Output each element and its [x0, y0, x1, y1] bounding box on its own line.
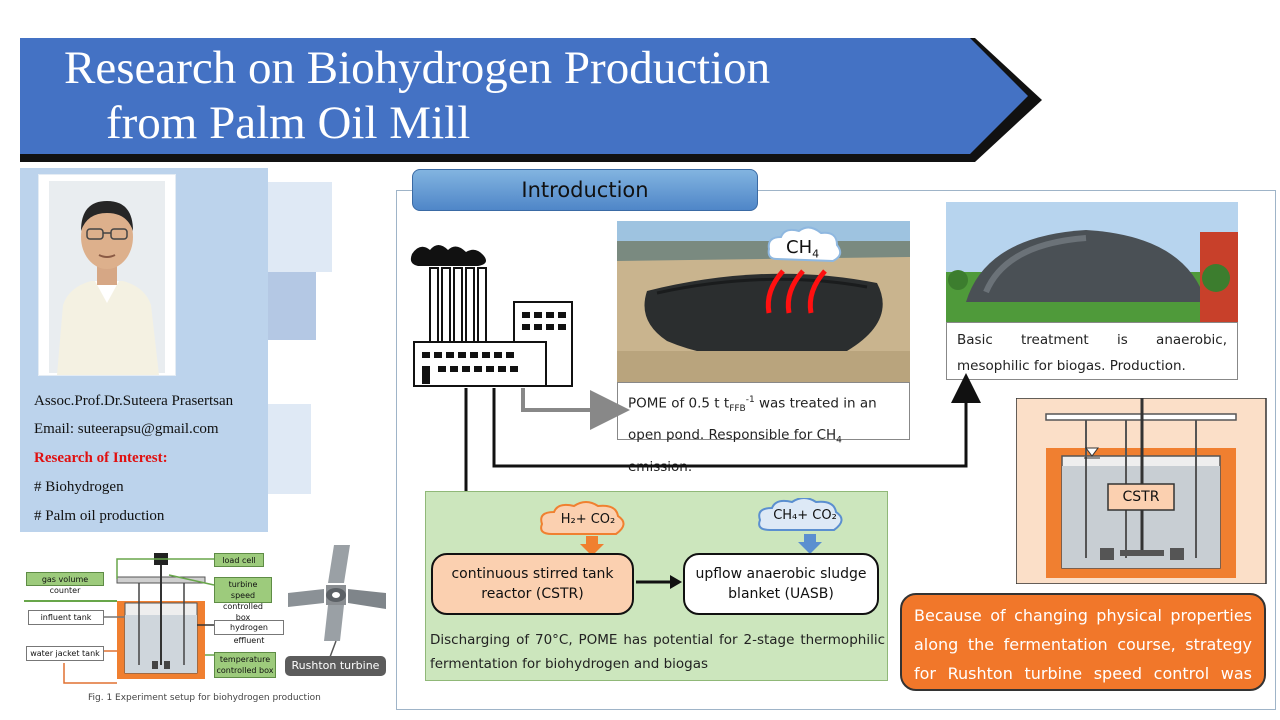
fig-label-load-cell: load cell [214, 553, 264, 567]
dome-caption: Basic treatment is anaerobic, mesophilic… [946, 322, 1238, 380]
cstr-tank-label: CSTR [1122, 489, 1160, 505]
title-banner [20, 38, 1042, 162]
ch4-co2-label: CH₄+ CO₂ [773, 508, 837, 523]
biogas-dome-photo [946, 202, 1238, 322]
introduction-tab: Introduction [412, 169, 758, 211]
figure-caption: Fig. 1 Experiment setup for biohydrogen … [88, 693, 321, 703]
fig-label-turbine-speed: turbine speed controlled box [214, 577, 272, 622]
cstr-to-uasb-arrow [636, 575, 682, 589]
cstr-reactor-box: continuous stirred tank reactor (CSTR) [431, 553, 634, 615]
factory-icon [410, 245, 573, 387]
profile-name: Assoc.Prof.Dr.Suteera Prasertsan [34, 393, 234, 409]
process-clouds-and-arrows [540, 498, 843, 556]
decor-block [268, 182, 332, 272]
ch4-cloud-label: CH4 [786, 237, 820, 261]
fig-label-hydrogen-effluent: hydrogen effluent [214, 620, 284, 645]
research-interest-heading: Research of Interest: [34, 450, 168, 466]
decor-block [268, 404, 311, 494]
experiment-setup-diagram [24, 545, 386, 684]
cstr-tank-diagram [1016, 398, 1267, 584]
decor-block [268, 272, 316, 340]
fig-label-temperature: temperature controlled box [214, 652, 276, 678]
fig-label-gas-volume-counter: gas volume counter [26, 572, 104, 595]
slide-title-line-2: from Palm Oil Mill [106, 97, 471, 149]
interest-item: # Biohydrogen [34, 479, 124, 495]
pond-caption: POME of 0.5 t tFFB-1 was treated in an o… [617, 382, 910, 475]
thermophilic-caption: Discharging of 70°C, POME has potential … [430, 632, 885, 672]
profile-email[interactable]: Email: suteerapsu@gmail.com [34, 421, 219, 437]
uasb-reactor-box: upflow anaerobic sludge blanket (UASB) [683, 553, 879, 615]
conclusion-box: Because of changing physical properties … [900, 593, 1266, 712]
slide-title-line-1: Research on Biohydrogen Production [64, 42, 771, 94]
h2-co2-label: H₂+ CO₂ [560, 512, 616, 527]
fig-label-water-jacket-tank: water jacket tank [26, 646, 104, 661]
profile-photo [38, 174, 176, 376]
open-pond-photo [617, 221, 910, 382]
fig-label-rushton-turbine: Rushton turbine [285, 656, 386, 676]
interest-item: # Palm oil production [34, 508, 165, 524]
fig-label-influent-tank: influent tank [28, 610, 104, 625]
